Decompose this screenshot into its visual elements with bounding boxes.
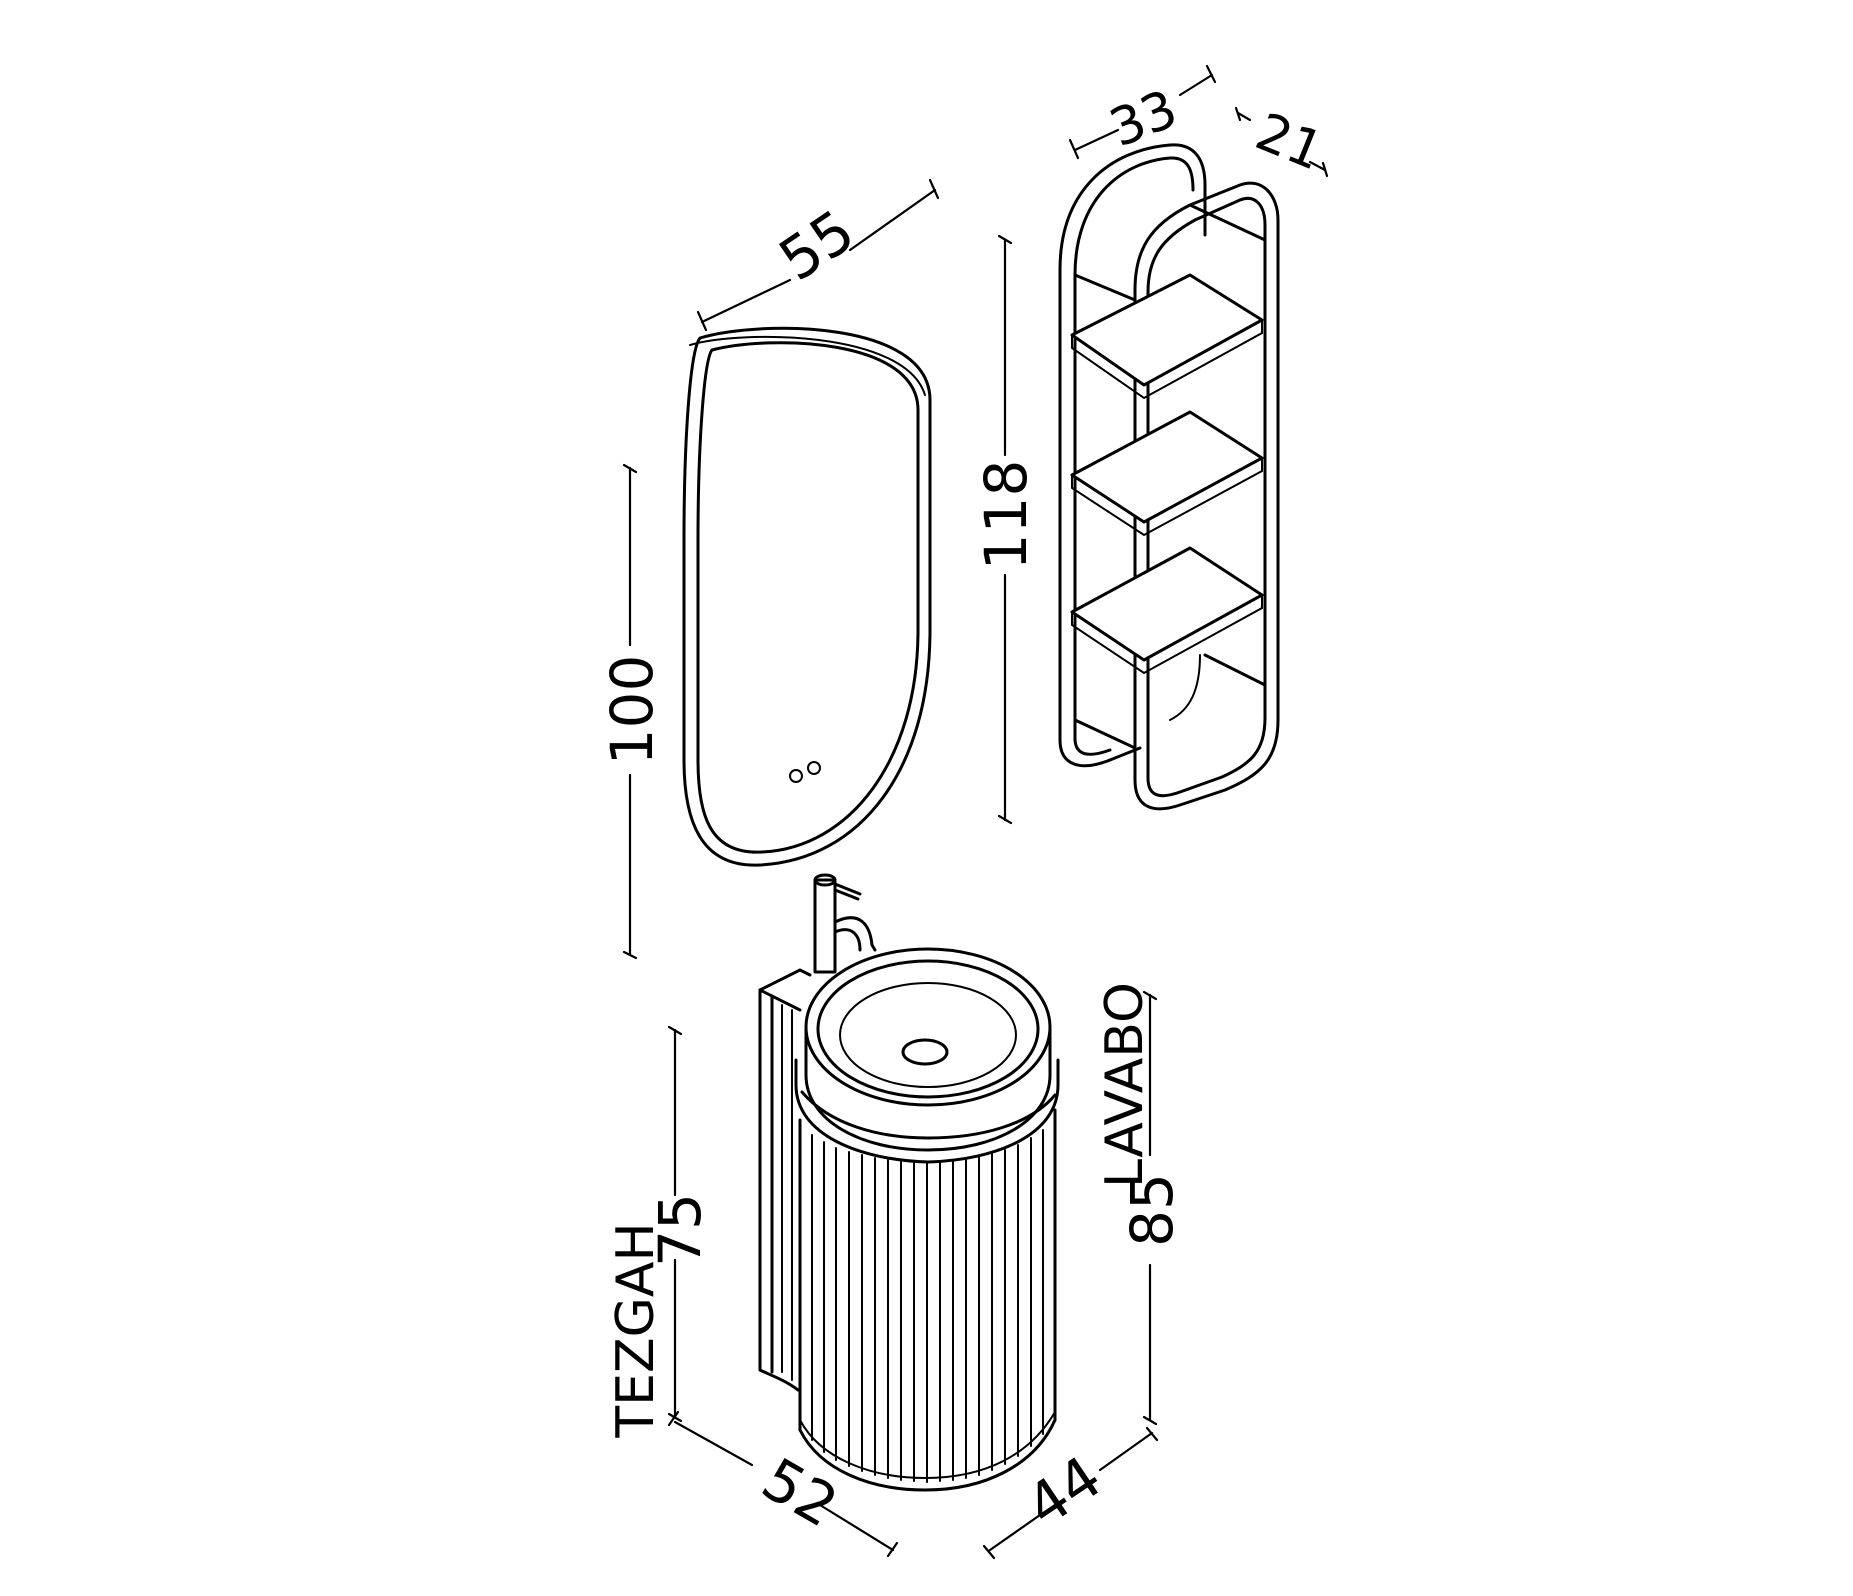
basin-drain: [901, 1038, 949, 1066]
counter-height-dimension: 75 TEZGAH: [606, 1025, 714, 1439]
mirror-width-label: 55: [767, 197, 866, 295]
shelf-unit: [1058, 143, 1280, 811]
mirror-height-dimension: 100: [598, 463, 666, 960]
shelf-width-dimension: 33: [1068, 64, 1217, 159]
shelf-depth-dimension: 21: [1234, 102, 1331, 182]
counter-height-label: 75: [646, 1193, 714, 1267]
mirror-height-label: 100: [598, 655, 666, 766]
fluted-pedestal-grooves: [811, 1129, 1044, 1483]
cabinet-width-label: 52: [751, 1445, 849, 1541]
shelf-height-label: 118: [972, 460, 1040, 571]
basin-cabinet: [758, 873, 1060, 1492]
faucet: [813, 873, 877, 974]
shelf-depth-label: 21: [1247, 102, 1331, 182]
oval-mirror: [682, 326, 932, 867]
counter-label: TEZGAH: [606, 1222, 666, 1438]
basin-rim: [804, 947, 1052, 1107]
mirror-touch-button-icon: [789, 769, 803, 783]
shelf-width-label: 33: [1102, 79, 1186, 159]
mirror-width-dimension: 55: [696, 178, 940, 332]
cabinet-depth-dimension: 44: [982, 1426, 1159, 1560]
basin-label: LAVABO: [1095, 982, 1155, 1188]
mirror-touch-button-icon: [807, 761, 821, 775]
shelf-height-dimension: 118: [972, 234, 1040, 825]
basin-height-label: 85: [1118, 1173, 1186, 1247]
basin-height-dimension: 85 LAVABO: [1095, 982, 1186, 1426]
